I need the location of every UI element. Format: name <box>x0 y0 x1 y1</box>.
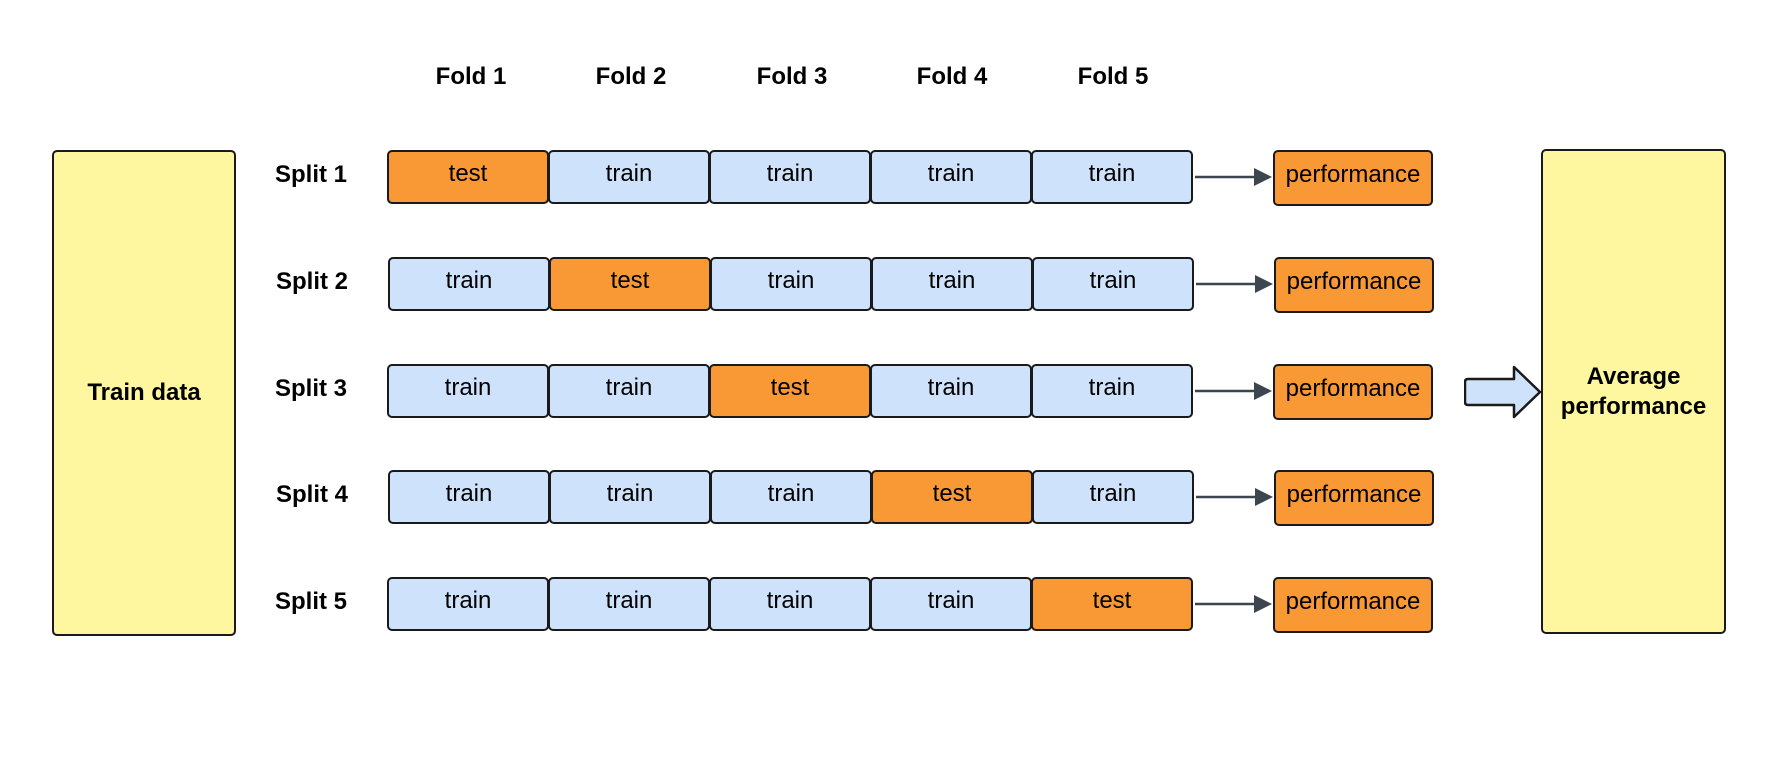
train-cell: train <box>387 577 549 631</box>
performance-box: performance <box>1274 470 1434 526</box>
split-label-4: Split 4 <box>275 481 348 508</box>
performance-box: performance <box>1273 364 1433 420</box>
train-cell: train <box>388 257 550 311</box>
train-cell: train <box>709 577 871 631</box>
test-cell: test <box>871 470 1033 524</box>
train-cell: train <box>709 150 871 204</box>
train-cell: train <box>1031 364 1193 418</box>
train-data-box: Train data <box>52 150 236 636</box>
split-label-3: Split 3 <box>274 375 347 402</box>
split-label-1: Split 1 <box>274 161 347 188</box>
split-label-5: Split 5 <box>274 588 347 615</box>
train-cell: train <box>870 577 1032 631</box>
split-label-2: Split 2 <box>275 268 348 295</box>
train-cell: train <box>710 470 872 524</box>
train-cell: train <box>548 577 710 631</box>
arrow-right-icon <box>1196 488 1273 506</box>
fold-header-5: Fold 5 <box>1077 63 1149 90</box>
test-cell: test <box>387 150 549 204</box>
train-cell: train <box>870 364 1032 418</box>
train-cell: train <box>549 470 711 524</box>
train-cell: train <box>1031 150 1193 204</box>
arrow-right-icon <box>1195 382 1272 400</box>
train-cell: train <box>548 364 710 418</box>
fold-header-2: Fold 2 <box>595 63 667 90</box>
aggregate-arrow-icon <box>1464 365 1542 419</box>
train-cell: train <box>1032 257 1194 311</box>
fold-header-3: Fold 3 <box>756 63 828 90</box>
train-cell: train <box>710 257 872 311</box>
arrow-right-icon <box>1195 595 1272 613</box>
arrow-right-icon <box>1196 275 1273 293</box>
test-cell: test <box>709 364 871 418</box>
average-performance-box: Average performance <box>1541 149 1726 634</box>
train-cell: train <box>388 470 550 524</box>
train-cell: train <box>870 150 1032 204</box>
performance-box: performance <box>1273 150 1433 206</box>
performance-box: performance <box>1274 257 1434 313</box>
test-cell: test <box>549 257 711 311</box>
train-cell: train <box>1032 470 1194 524</box>
arrow-right-icon <box>1195 168 1272 186</box>
fold-header-1: Fold 1 <box>435 63 507 90</box>
performance-box: performance <box>1273 577 1433 633</box>
train-data-label: Train data <box>87 379 201 406</box>
train-cell: train <box>548 150 710 204</box>
train-cell: train <box>871 257 1033 311</box>
test-cell: test <box>1031 577 1193 631</box>
average-performance-label: Average performance <box>1560 362 1707 420</box>
fold-header-4: Fold 4 <box>916 63 988 90</box>
train-cell: train <box>387 364 549 418</box>
